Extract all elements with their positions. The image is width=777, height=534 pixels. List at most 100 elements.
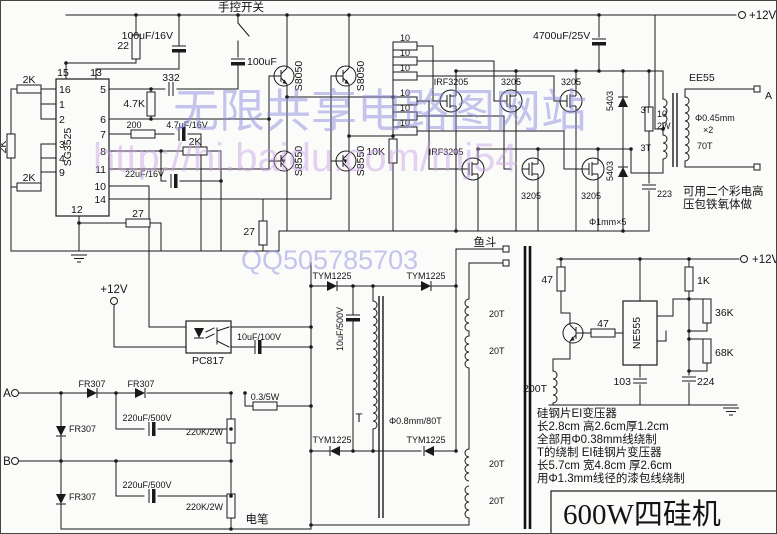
watermark-line-1: 无限共享电路图网站 [173,85,587,137]
watermark-line-2: http://hi.baidu.com/mj54 [93,136,518,180]
pin-6: 6 [100,114,106,126]
label-r10-2: 10 [400,48,410,58]
fish-terminal-2 [502,259,510,267]
label-gnd-wire: Φ1mm×5 [589,217,626,227]
ne555-section-symbols [552,266,740,416]
manual-switch-lever [237,22,250,37]
label-r220k-1: 220K/2W [186,427,224,437]
pin-10: 10 [94,181,106,193]
transformer-ee55 [662,85,761,171]
capacitor-100uf-16v [171,45,187,53]
label-r2k-d: 2K [189,136,202,148]
note-ferrite-2: 压包铁氧体做 [683,197,752,211]
label-c22uf: 22uF/16V [125,169,164,179]
label-tym-1: TYM1225 [312,271,351,281]
label-manual-switch: 手控开关 [218,1,264,14]
ground-symbol-2 [722,407,740,416]
pin-2: 2 [59,114,65,126]
capacitor-10uf-100v [254,339,262,355]
label-12v-top: +12V [749,10,777,22]
pin-8: 8 [100,146,106,158]
resistor-2k-c [16,182,42,192]
label-12v-mid: +12V [100,284,128,296]
diode-5403-2 [617,166,629,178]
ee55-secondary-2 [684,128,690,162]
diode-fr307-1 [86,387,98,399]
hv-terminal-2 [753,163,761,171]
label-r10-6: 10 [400,118,410,128]
t-primary-1 [372,300,378,334]
resistor-47-v [556,266,566,292]
label-t: T [355,413,362,425]
ne555-ic [622,300,658,366]
label-3t-2: 3T [640,143,651,153]
ee55-primary-2 [662,134,668,160]
label-r1k: 1K [697,275,710,287]
opto-led [193,327,205,339]
label-irf3205-1: IRF3205 [434,77,469,87]
capacitor-103 [632,378,648,384]
transistor-s8050-2 [335,64,357,88]
resistor-2k-a [16,84,42,94]
label-r10w-a: 10 [657,109,667,119]
pin-9: 9 [59,167,65,179]
label-c220uf-1: 220uF/500V [122,413,171,423]
label-r10w-b: 2W [657,121,671,131]
label-tym-3: TYM1225 [312,435,351,445]
diode-tym1225-1 [326,280,338,292]
wires-ne555 [548,258,740,406]
label-r200: 200 [126,120,141,130]
resistor-47-h [590,328,616,338]
label-out-a: A [765,90,772,102]
capacitor-220uf-2 [148,488,156,504]
label-sg3525: SG3525 [62,128,74,167]
label-r36k: 36K [715,307,734,319]
note-ferrite-1: 可用二个彩电高 [683,184,764,198]
title-box [550,490,776,533]
sg3525-ic [55,78,110,217]
label-r10-3: 10 [400,63,410,73]
label-3t-1: 3T [640,105,651,115]
mosfet-3205-3 [521,157,545,181]
label-r220k-2: 220K/2W [186,502,224,512]
label-terminal-a: A [3,388,11,400]
label-r27-b: 27 [243,226,255,238]
pin-3: 3 [59,139,65,151]
t-primary-2 [372,332,378,366]
label-c100uf16: 100uF/16V [122,30,173,42]
note-line-2: 长2.8cm 高2.6cm厚1.2cm [537,419,669,433]
label-r10k: 10K [366,146,385,158]
capacitor-100uf [230,58,246,66]
label-3205-2: 3205 [561,77,581,87]
label-3205-3: 3205 [521,191,541,201]
resistor-0r3-5w [252,401,278,411]
label-r10-1: 10 [400,33,410,43]
label-20t-2: 20T [489,346,505,356]
label-r2k-a: 2K [23,74,36,86]
t-secondary-20t-1 [464,298,470,332]
label-r68k: 68K [715,347,734,359]
label-c224: 224 [697,376,715,388]
diode-tym1225-3 [329,445,341,457]
resistor-4k7 [146,91,156,117]
label-r47-h: 47 [597,318,609,330]
resistor-68k [702,338,712,364]
t-primary-4 [372,396,378,430]
label-r10-4: 10 [400,88,410,98]
label-r4k7: 4.7K [123,98,145,110]
transformer-t [372,245,532,529]
label-fr307-4: FR307 [69,492,96,502]
pin-7: 7 [100,129,106,141]
pin-14: 14 [94,194,106,206]
capacitor-224 [681,376,697,382]
label-wire-045: Φ0.45mm [695,113,735,123]
diode-fr307-4 [55,493,67,505]
ee55-secondary-1 [684,96,690,130]
label-pc817: PC817 [192,355,224,367]
note-line-3: 全部用Φ0.38mm线绕制 [537,432,657,446]
pin-11: 11 [95,164,106,176]
label-3205-1: 3205 [501,77,521,87]
terminal-12v-top [738,11,746,19]
watermark-line-3: QQ505785703 [241,245,418,275]
